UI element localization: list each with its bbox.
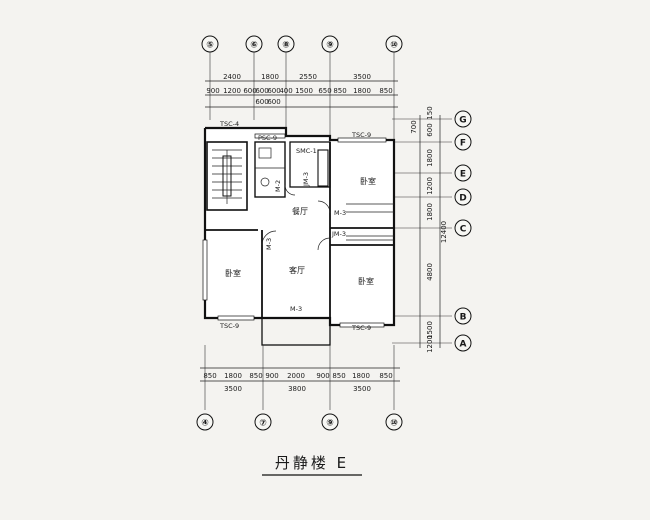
dim-bottom-overall: 3500 bbox=[224, 385, 242, 393]
dim-bottom-detail: 850 bbox=[379, 372, 392, 380]
tag-psc9: PSC-9 bbox=[258, 134, 277, 142]
dim-top-detail: 850 bbox=[379, 87, 392, 95]
grid-axis-circle bbox=[454, 164, 472, 182]
top-grid-axes: ⑤ ⑥ ⑧ ⑨ ⑩ bbox=[201, 35, 403, 140]
room-dining: 餐厅 bbox=[292, 207, 308, 216]
dim-top-detail: 650 bbox=[318, 87, 331, 95]
dim-top-sub: 600 bbox=[255, 98, 268, 106]
grid-axis-circle bbox=[196, 413, 214, 431]
dim-top-overall: 1800 bbox=[261, 73, 279, 81]
tag-jm3-b: JM-3 bbox=[302, 172, 310, 187]
dim-top-detail: 400 bbox=[279, 87, 292, 95]
grid-label-bottom: ⑨ bbox=[326, 419, 334, 429]
dim-bottom-overall: 3800 bbox=[288, 385, 306, 393]
grid-label-top: ⑩ bbox=[390, 41, 398, 51]
dim-bottom-detail: 900 bbox=[265, 372, 278, 380]
tag-smc1: SMC-1 bbox=[296, 147, 317, 155]
tag-m2: M-2 bbox=[274, 180, 282, 192]
plan-tags: TSC-4 PSC-9 TSC-9 SMC-1 M-2 M-3 M-3 M-3 … bbox=[219, 120, 371, 332]
grid-axis-circle bbox=[454, 110, 472, 128]
dim-top-detail: 600 bbox=[255, 87, 268, 95]
dim-right: 150 bbox=[426, 106, 434, 119]
grid-axis-circle bbox=[277, 35, 295, 53]
dim-right: 1500 bbox=[426, 321, 434, 339]
tag-jm3-a: JM-3 bbox=[331, 230, 346, 238]
top-dimensions: 2400 1800 2550 3500 900 1200 600 600 600… bbox=[205, 73, 398, 108]
dim-bottom-detail: 850 bbox=[332, 372, 345, 380]
dim-top-detail: 600 bbox=[267, 87, 280, 95]
dim-right: 700 bbox=[410, 120, 418, 133]
dim-bottom-detail: 1800 bbox=[352, 372, 370, 380]
grid-label-bottom: ⑩ bbox=[390, 419, 398, 429]
drawing-title: 丹静楼 E bbox=[275, 454, 349, 472]
grid-label-top: ⑤ bbox=[206, 41, 214, 51]
bottom-grid-axes: ④ ⑦ ⑨ ⑩ bbox=[196, 413, 403, 431]
grid-axis-circle bbox=[385, 35, 403, 53]
tag-tsc9-top: TSC-9 bbox=[351, 131, 371, 139]
grid-label-top: ⑥ bbox=[250, 41, 258, 51]
dim-top-detail: 900 bbox=[206, 87, 219, 95]
grid-label-bottom: ④ bbox=[201, 419, 209, 429]
tag-tsc9-bl: TSC-9 bbox=[219, 322, 239, 330]
grid-label-right: B bbox=[460, 313, 467, 323]
grid-axis-circle bbox=[321, 413, 339, 431]
dim-bottom-detail: 2000 bbox=[287, 372, 305, 380]
tag-m3-c: M-3 bbox=[290, 305, 302, 313]
dim-top-detail: 1200 bbox=[223, 87, 241, 95]
room-bedroom-se: 卧室 bbox=[358, 276, 374, 286]
dim-bottom-detail: 850 bbox=[249, 372, 262, 380]
grid-label-right: F bbox=[460, 139, 466, 149]
room-bedroom-w: 卧室 bbox=[225, 268, 241, 278]
grid-axis-circle bbox=[454, 133, 472, 151]
dim-right: 1800 bbox=[426, 203, 434, 221]
dim-bottom-detail: 900 bbox=[316, 372, 329, 380]
grid-label-right: E bbox=[460, 170, 466, 180]
right-dimensions: 700 600 150 1800 1200 1800 4800 1500 120… bbox=[410, 106, 448, 353]
grid-axis-circle bbox=[245, 35, 263, 53]
room-bedroom-ne: 卧室 bbox=[360, 176, 376, 186]
grid-label-top: ⑨ bbox=[326, 41, 334, 51]
dim-right: 4800 bbox=[426, 263, 434, 281]
tag-m3-b: M-3 bbox=[334, 209, 346, 217]
grid-axis-circle bbox=[321, 35, 339, 53]
dim-right: 600 bbox=[426, 123, 434, 136]
room-labels: 卧室 卧室 卧室 餐厅 客厅 bbox=[225, 176, 376, 286]
grid-label-right: D bbox=[459, 194, 466, 204]
tag-tsc4: TSC-4 bbox=[219, 120, 239, 128]
dim-top-overall: 2550 bbox=[299, 73, 317, 81]
dim-right: 1200 bbox=[426, 335, 434, 353]
dim-top-detail: 1800 bbox=[353, 87, 371, 95]
dim-right: 1200 bbox=[426, 177, 434, 195]
dim-top-detail: 600 bbox=[243, 87, 256, 95]
tag-tsc9-br: TSC-9 bbox=[351, 324, 371, 332]
grid-axis-circle bbox=[454, 307, 472, 325]
bottom-dimensions: 850 1800 850 900 2000 900 850 1800 850 3… bbox=[200, 345, 400, 410]
plan-walls bbox=[202, 126, 396, 346]
grid-label-right: G bbox=[459, 116, 466, 126]
dim-top-overall: 2400 bbox=[223, 73, 241, 81]
grid-axis-circle bbox=[454, 188, 472, 206]
dim-top-detail: 850 bbox=[333, 87, 346, 95]
grid-axis-circle bbox=[385, 413, 403, 431]
dim-right: 1800 bbox=[426, 149, 434, 167]
grid-label-right: C bbox=[460, 225, 467, 235]
dim-top-sub: 600 bbox=[267, 98, 280, 106]
grid-axis-circle bbox=[454, 334, 472, 352]
dim-bottom-detail: 1800 bbox=[224, 372, 242, 380]
dim-top-overall: 3500 bbox=[353, 73, 371, 81]
dim-bottom-detail: 850 bbox=[203, 372, 216, 380]
grid-label-top: ⑧ bbox=[282, 41, 290, 51]
tag-m3-a: M-3 bbox=[265, 238, 273, 250]
grid-axis-circle bbox=[454, 219, 472, 237]
grid-axis-circle bbox=[254, 413, 272, 431]
grid-label-bottom: ⑦ bbox=[259, 419, 267, 429]
grid-label-right: A bbox=[460, 340, 467, 350]
grid-axis-circle bbox=[201, 35, 219, 53]
room-living: 客厅 bbox=[289, 265, 305, 275]
right-grid-axes: G F E D C B A bbox=[392, 110, 472, 352]
dim-top-detail: 1500 bbox=[295, 87, 313, 95]
dim-bottom-overall: 3500 bbox=[353, 385, 371, 393]
dim-right-total: 12400 bbox=[440, 221, 448, 243]
